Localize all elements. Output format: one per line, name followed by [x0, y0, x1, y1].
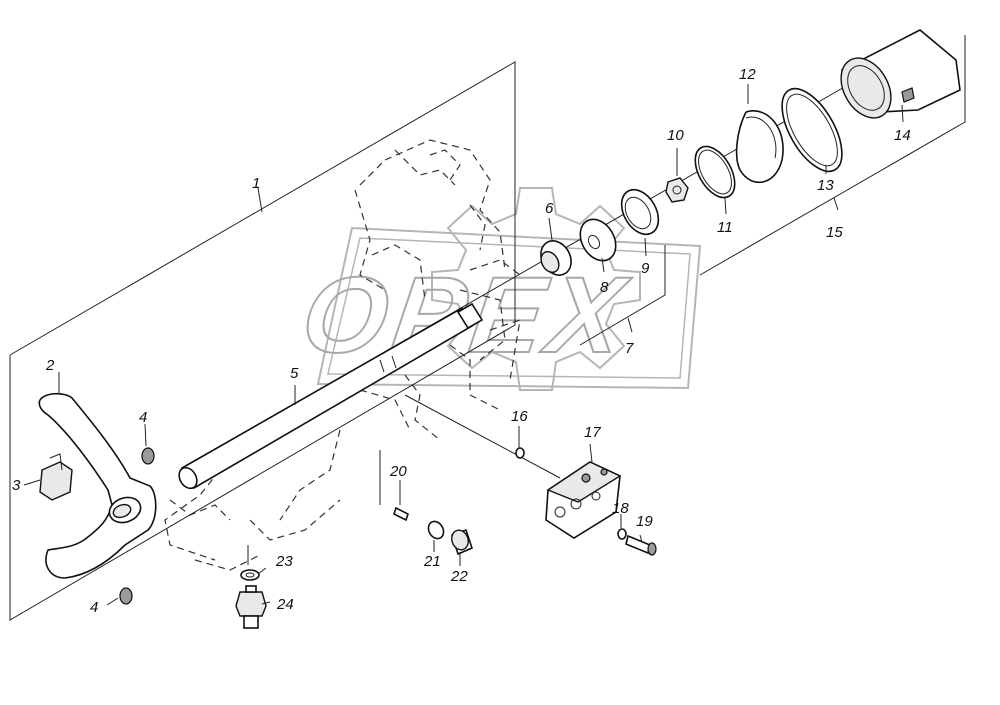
nut-10: [665, 177, 689, 203]
part-number-labels: 1 2 3 4 4 5 6 7 8 9 10 11 12 13 14 15 16…: [12, 66, 911, 616]
label-part-6: 6: [545, 200, 554, 217]
o-ring-11: [694, 145, 736, 199]
label-part-1: 1: [252, 175, 260, 192]
label-part-21: 21: [423, 553, 441, 570]
label-part-24: 24: [276, 596, 294, 613]
label-part-19: 19: [636, 513, 653, 530]
label-part-11: 11: [717, 219, 733, 236]
shift-block-3: [39, 453, 73, 501]
washer-18: [617, 528, 627, 540]
valve-body-17: [545, 461, 622, 539]
label-part-16: 16: [511, 408, 528, 425]
reference-bracket-1: [9, 61, 516, 621]
pin-20: [393, 506, 409, 522]
label-part-13: 13: [817, 177, 834, 194]
bracket-7: [579, 245, 666, 346]
label-part-17: 17: [584, 424, 601, 441]
label-part-14: 14: [894, 127, 911, 144]
ring-13: [781, 87, 843, 173]
shaft-5: [178, 302, 484, 490]
plug-22: [451, 528, 473, 556]
set-screw-4-top: [141, 447, 155, 465]
bushing-6: [540, 240, 572, 276]
leader-lines: [23, 84, 904, 606]
label-part-4-top: 4: [139, 409, 147, 426]
sensor-24: [235, 585, 267, 629]
seal-ring-9: [620, 188, 660, 236]
label-part-5: 5: [290, 365, 299, 382]
washer-21: [427, 520, 445, 540]
shift-fork-2: [38, 392, 157, 579]
label-part-7: 7: [625, 340, 634, 357]
label-part-4-bottom: 4: [90, 599, 98, 616]
label-part-12: 12: [739, 66, 756, 83]
label-part-20: 20: [389, 463, 407, 480]
piston-14: [840, 29, 961, 119]
label-part-15: 15: [826, 224, 843, 241]
label-part-9: 9: [641, 260, 650, 277]
valve-axis-line: [404, 394, 561, 479]
snap-ring-12: [735, 110, 784, 184]
washer-23: [240, 569, 260, 581]
label-part-22: 22: [450, 568, 468, 585]
label-part-23: 23: [275, 553, 293, 570]
label-part-10: 10: [667, 127, 684, 144]
label-part-8: 8: [600, 279, 609, 296]
seal-8: [579, 218, 617, 262]
set-screw-4-bottom: [119, 587, 133, 605]
label-part-3: 3: [12, 477, 21, 494]
label-part-2: 2: [45, 357, 55, 374]
bolt-19: [625, 534, 657, 556]
label-part-18: 18: [612, 500, 629, 517]
o-ring-16: [515, 447, 525, 459]
bracket-15: [699, 35, 966, 276]
